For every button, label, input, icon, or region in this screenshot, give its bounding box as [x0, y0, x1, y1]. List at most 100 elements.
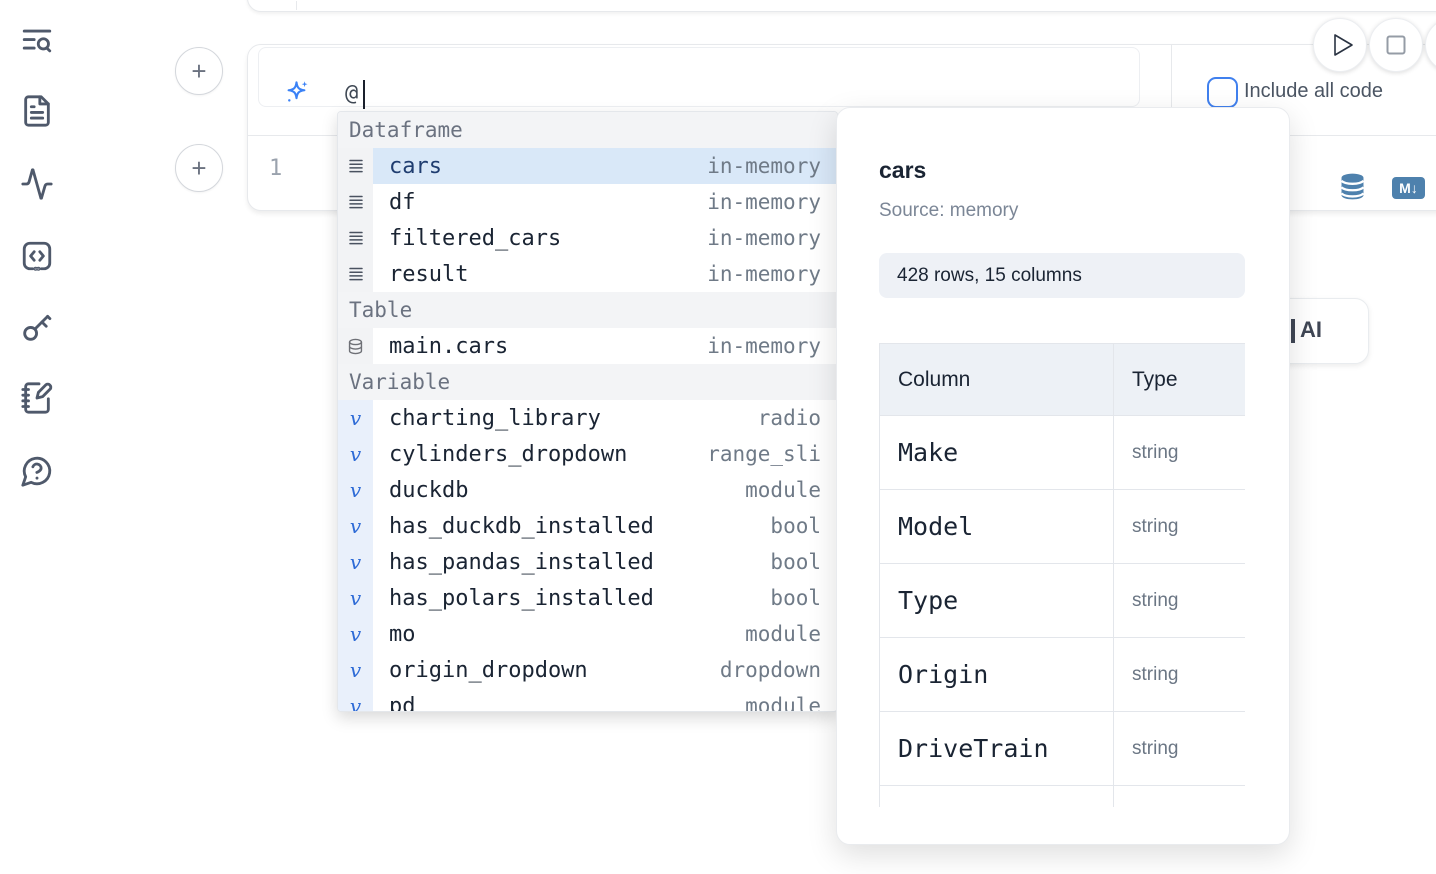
autocomplete-item-df[interactable]: df in-memory	[338, 184, 837, 220]
run-cell-button[interactable]	[1313, 18, 1367, 72]
prompt-options-divider	[1171, 45, 1172, 135]
column-name: Type	[879, 563, 1114, 638]
code-cell-icon[interactable]	[20, 239, 54, 273]
help-icon[interactable]	[20, 454, 54, 488]
ai-sparkles-icon	[283, 79, 310, 106]
column-type	[1113, 785, 1245, 807]
file-icon[interactable]	[20, 94, 54, 128]
ai-prompt-value: @	[345, 81, 359, 106]
previous-cell-divider	[296, 1, 297, 10]
item-detail: module	[745, 478, 821, 502]
table-of-contents-search-icon[interactable]	[20, 24, 54, 58]
column-name	[879, 785, 1114, 807]
activity-icon[interactable]	[20, 167, 54, 201]
variable-icon: v	[338, 472, 373, 508]
item-detail: in-memory	[707, 334, 821, 358]
item-name: df	[389, 189, 416, 215]
stop-button[interactable]	[1369, 18, 1423, 72]
item-detail: module	[745, 694, 821, 712]
variable-icon: v	[338, 400, 373, 436]
autocomplete-section-dataframe: Dataframe	[338, 112, 837, 148]
column-type: string	[1113, 637, 1245, 712]
item-name: cylinders_dropdown	[389, 441, 628, 467]
autocomplete-section-table: Table	[338, 292, 837, 328]
autocomplete-item-filtered_cars[interactable]: filtered_cars in-memory	[338, 220, 837, 256]
autocomplete-item-main: cylinders_dropdown range_sli	[373, 436, 837, 472]
key-icon[interactable]	[20, 310, 54, 344]
previous-cell	[247, 0, 1436, 12]
schema-header-type: Type	[1113, 343, 1245, 416]
sidebar	[0, 0, 72, 874]
add-cell-below-button[interactable]: +	[175, 144, 223, 192]
column-type: string	[1113, 415, 1245, 490]
autocomplete-item-main: filtered_cars in-memory	[373, 220, 837, 256]
text-caret	[363, 80, 365, 109]
column-name: Origin	[879, 637, 1114, 712]
dataframe-icon	[338, 184, 373, 220]
ai-prompt-input[interactable]: @	[258, 47, 1140, 109]
item-name: pd	[389, 693, 416, 712]
ai-badge-label: AI	[1300, 317, 1322, 342]
autocomplete-item-main: df in-memory	[373, 184, 837, 220]
item-name: has_duckdb_installed	[389, 513, 654, 539]
column-name: Make	[879, 415, 1114, 490]
include-all-code-label: Include all code	[1244, 80, 1383, 102]
dataframe-icon	[338, 256, 373, 292]
dataframe-detail-popup: cars Source: memory 428 rows, 15 columns…	[836, 107, 1290, 845]
item-detail: bool	[770, 550, 821, 574]
item-detail: dropdown	[719, 658, 821, 682]
scratchpad-icon[interactable]	[20, 381, 54, 415]
variable-icon: v	[338, 508, 373, 544]
dataframe-icon	[338, 148, 373, 184]
variable-icon: v	[338, 544, 373, 580]
include-all-code-checkbox[interactable]	[1207, 77, 1238, 108]
add-cell-above-button[interactable]: +	[175, 47, 223, 95]
line-number: 1	[269, 156, 283, 181]
item-detail: bool	[770, 514, 821, 538]
schema-row	[879, 785, 1245, 807]
item-detail: in-memory	[707, 190, 821, 214]
item-detail: in-memory	[707, 226, 821, 250]
column-name: DriveTrain	[879, 711, 1114, 786]
schema-header-column: Column	[879, 343, 1114, 416]
convert-to-sql-button[interactable]	[1337, 171, 1368, 202]
autocomplete-item-has_duckdb_installed[interactable]: v has_duckdb_installed bool	[338, 508, 837, 544]
column-type: string	[1113, 711, 1245, 786]
item-name: result	[389, 261, 469, 287]
column-type: string	[1113, 489, 1245, 564]
autocomplete-item-main: pd module	[373, 688, 837, 712]
popup-shape-badge: 428 rows, 15 columns	[879, 253, 1245, 298]
convert-to-markdown-button[interactable]: M↓	[1392, 177, 1425, 199]
table-icon	[338, 328, 373, 364]
variable-icon: v	[338, 652, 373, 688]
partial-glyph	[1291, 319, 1295, 343]
item-name: filtered_cars	[389, 225, 562, 251]
item-detail: range_sli	[707, 442, 821, 466]
